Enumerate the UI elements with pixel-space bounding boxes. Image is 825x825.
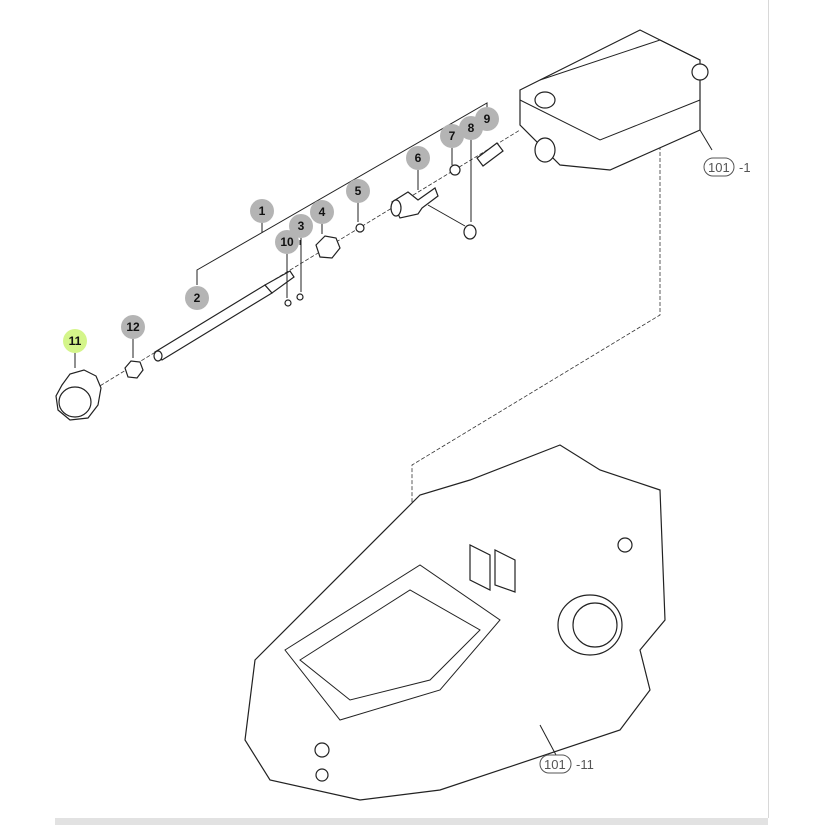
nut-part-4 [315, 235, 341, 259]
svg-text:101: 101 [544, 757, 566, 772]
horizontal-scrollbar[interactable] [55, 818, 768, 825]
ball-part-7 [449, 164, 461, 176]
oring-part-8 [463, 224, 477, 240]
ring-part-3 [296, 293, 304, 301]
svg-text:8: 8 [468, 121, 475, 135]
svg-text:3: 3 [298, 219, 305, 233]
callout-9[interactable]: 9 [475, 107, 499, 131]
svg-text:11: 11 [69, 334, 82, 348]
callout-7[interactable]: 7 [440, 124, 464, 148]
svg-text:7: 7 [449, 129, 456, 143]
callout-1[interactable]: 1 [250, 199, 274, 223]
valve-part-6 [390, 187, 439, 219]
callout-6[interactable]: 6 [406, 146, 430, 170]
svg-text:4: 4 [319, 205, 326, 219]
svg-text:5: 5 [355, 184, 362, 198]
nut-part [124, 360, 144, 379]
callout-5[interactable]: 5 [346, 179, 370, 203]
callout-2[interactable]: 2 [185, 286, 209, 310]
upper-housing-part [519, 29, 709, 171]
ring-part-10 [284, 299, 292, 307]
svg-text:9: 9 [484, 112, 491, 126]
knob-part [55, 369, 102, 421]
callout-12[interactable]: 12 [121, 315, 145, 339]
svg-text:10: 10 [280, 235, 294, 249]
callout-10[interactable]: 10 [275, 230, 299, 254]
svg-text:-1: -1 [739, 160, 751, 175]
reference-101-11[interactable]: 101 -11 [539, 754, 594, 774]
svg-text:6: 6 [415, 151, 422, 165]
svg-text:1: 1 [259, 204, 266, 218]
callout-11[interactable]: 11 [63, 329, 87, 353]
svg-text:-11: -11 [576, 757, 594, 772]
svg-text:2: 2 [194, 291, 201, 305]
diagram-frame [768, 0, 769, 818]
callout-3[interactable]: 3 [289, 214, 313, 238]
washer-part-5 [355, 223, 365, 233]
svg-text:101: 101 [708, 160, 730, 175]
lower-housing-part [244, 444, 666, 801]
reference-101-1[interactable]: 101 -1 [703, 157, 751, 177]
callout-4[interactable]: 4 [310, 200, 334, 224]
spring-part-9 [476, 142, 504, 167]
rod-part [153, 270, 295, 362]
svg-text:12: 12 [126, 320, 140, 334]
